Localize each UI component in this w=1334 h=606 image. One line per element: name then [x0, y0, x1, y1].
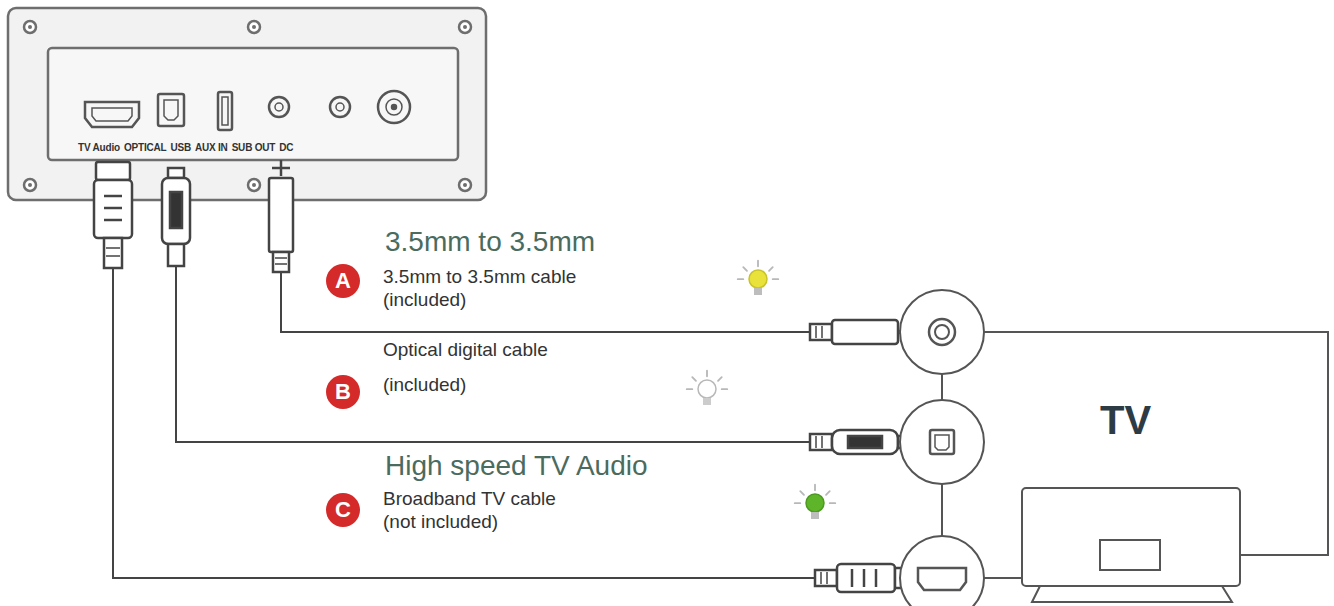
- callout-letter: B: [335, 379, 351, 405]
- callout-letter-circle: C: [326, 493, 360, 527]
- port-label: AUX IN: [195, 142, 228, 153]
- soundbar-panel: [8, 8, 486, 200]
- callout-letter-circle: B: [326, 375, 360, 409]
- port-label-row: TV Audio OPTICALUSB AUX IN SUB OUTDC: [78, 142, 293, 153]
- port-label: OPTICAL: [124, 142, 167, 153]
- tv-side: [900, 290, 1328, 606]
- cable-label: High speed TV Audio: [385, 450, 648, 482]
- port-label: DC: [279, 142, 293, 153]
- cables: [113, 265, 815, 578]
- callout-letter-circle: A: [326, 264, 360, 298]
- callout-letter: C: [335, 497, 351, 523]
- device-label: TV: [1100, 398, 1151, 442]
- cable-label: 3.5mm to 3.5mm: [385, 226, 595, 258]
- ports: [85, 91, 410, 130]
- callout-letter: A: [335, 268, 351, 294]
- cable-label: 3.5mm to 3.5mm cable (included): [383, 266, 598, 312]
- cable-label: Optical digital cable (included): [383, 332, 583, 402]
- port-label: SUB OUT: [232, 142, 276, 153]
- left-plugs: [94, 160, 293, 272]
- indicator-bulbs: [687, 261, 835, 519]
- port-label: TV Audio: [78, 142, 120, 153]
- right-plugs: [810, 320, 915, 592]
- port-label: USB: [170, 142, 191, 153]
- cable-label: Broadband TV cable (not included): [383, 488, 583, 534]
